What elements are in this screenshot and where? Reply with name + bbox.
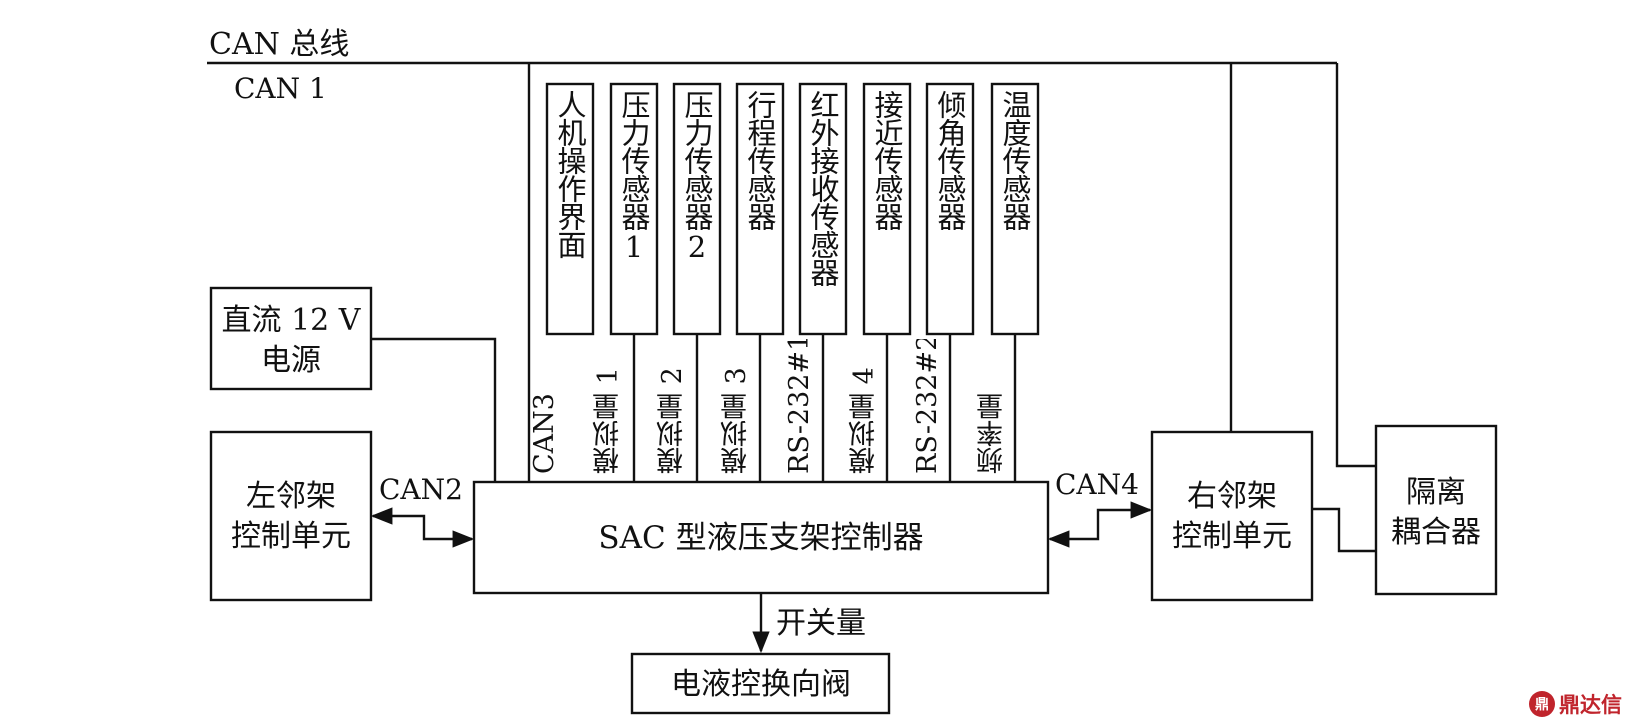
sensor-label: 压力传感器1: [617, 90, 651, 263]
sensor-label: 行程传感器: [743, 90, 777, 230]
watermark-logo-icon: 鼎: [1529, 691, 1555, 717]
power-supply-line2: 电源: [261, 343, 321, 378]
sensor-group: 人机操作界面 CAN3 压力传感器1 模拟量 1 压力传感器2 模拟量 2 行程传感器模拟量…: [529, 82, 1040, 482]
sensor-label: 压力传感器2: [680, 90, 714, 263]
coupler-bus-line: [1335, 63, 1376, 468]
sensor-signal-label: RS-232#2: [912, 339, 943, 474]
power-supply-box: [209, 286, 373, 391]
watermark: 鼎 鼎达信: [1529, 689, 1622, 719]
switch-output-label: 开关量: [776, 606, 866, 641]
sensor-signal-label: 模拟量 3: [721, 367, 752, 474]
sensor-box: [672, 82, 722, 336]
coupler-line2: 耦合器: [1391, 515, 1481, 550]
sensor-signal-label: CAN3: [529, 393, 560, 474]
sensor-signal-label: 频率量: [977, 393, 1008, 474]
sensor-signal-label: 模拟量 1: [593, 367, 624, 474]
left-unit-line1: 左邻架: [246, 479, 336, 514]
can2-label: CAN2: [379, 473, 463, 506]
valve-box: [630, 652, 891, 715]
can4-link: [1047, 501, 1153, 548]
sensor-box: [925, 82, 975, 336]
sensor-label: 倾角传感器: [933, 90, 967, 230]
coupler-box: [1374, 424, 1498, 596]
can-bus-label: CAN 总线: [209, 27, 349, 62]
sensor-label: 接近传感器: [870, 90, 904, 230]
power-line: [371, 337, 497, 482]
sensor-signal-label: RS-232#1: [784, 339, 815, 474]
sensor-box: [862, 82, 912, 336]
controller-box: [472, 480, 1050, 595]
coupler-link: [1312, 507, 1376, 553]
can4-label: CAN4: [1055, 468, 1139, 501]
sensor-box: [545, 82, 595, 336]
sensor-box: [609, 82, 659, 336]
can2-link: [370, 507, 475, 548]
left-unit-line2: 控制单元: [231, 519, 351, 554]
sensor-box: [798, 82, 848, 336]
power-supply-line1: 直流 12 V: [222, 303, 362, 338]
left-unit-box: [209, 430, 373, 602]
sensor-label: 温度传感器: [998, 90, 1032, 230]
coupler-line1: 隔离: [1406, 475, 1466, 510]
can1-label: CAN 1: [234, 72, 327, 105]
right-unit-line1: 右邻架: [1187, 479, 1277, 514]
right-unit-line2: 控制单元: [1172, 519, 1292, 554]
sensor-signal-label: 模拟量 2: [657, 367, 688, 474]
watermark-text: 鼎达信: [1559, 693, 1622, 717]
sensor-box: [990, 82, 1040, 336]
sensor-label: 红外接收传感器: [806, 90, 840, 286]
valve-label: 电液控换向阀: [671, 667, 851, 702]
sensor-label: 人机操作界面: [553, 90, 587, 258]
sensor-box: [735, 82, 785, 336]
right-unit-box: [1150, 430, 1314, 602]
sensor-signal-label: 模拟量 4: [849, 367, 880, 474]
controller-label: SAC 型液压支架控制器: [598, 520, 923, 556]
